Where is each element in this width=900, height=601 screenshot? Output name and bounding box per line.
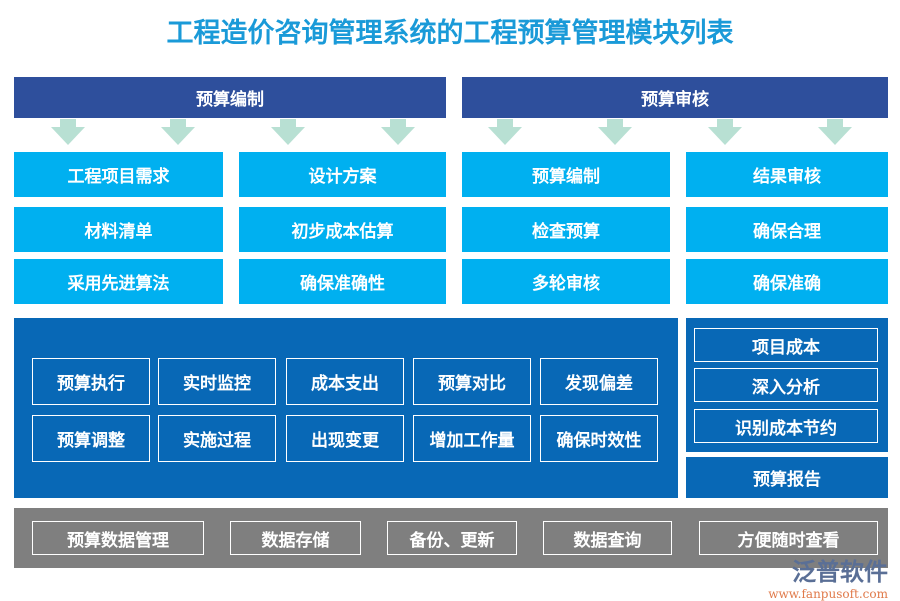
- step-box: 结果审核: [686, 152, 888, 197]
- execution-item: 发现偏差: [540, 358, 658, 405]
- analysis-item: 深入分析: [694, 368, 878, 402]
- step-box: 预算编制: [462, 152, 670, 197]
- down-arrow-icon: [598, 119, 632, 145]
- execution-item: 实施过程: [158, 415, 276, 462]
- step-box: 材料清单: [14, 207, 223, 252]
- down-arrow-icon: [488, 119, 522, 145]
- step-box: 多轮审核: [462, 259, 670, 304]
- step-box: 确保准确性: [239, 259, 446, 304]
- data-management-item: 数据查询: [543, 521, 672, 555]
- execution-item: 预算调整: [32, 415, 150, 462]
- step-box: 确保合理: [686, 207, 888, 252]
- watermark-url: www.fanpusoft.com: [768, 587, 888, 601]
- execution-item: 成本支出: [286, 358, 404, 405]
- down-arrow-icon: [708, 119, 742, 145]
- execution-item: 确保时效性: [540, 415, 658, 462]
- step-box: 初步成本估算: [239, 207, 446, 252]
- analysis-item: 识别成本节约: [694, 409, 878, 443]
- data-management-item: 数据存储: [230, 521, 361, 555]
- budget-report: 预算报告: [686, 457, 888, 498]
- execution-item: 预算执行: [32, 358, 150, 405]
- execution-item: 出现变更: [286, 415, 404, 462]
- data-management-item: 预算数据管理: [32, 521, 204, 555]
- down-arrow-icon: [161, 119, 195, 145]
- page-title: 工程造价咨询管理系统的工程预算管理模块列表: [166, 17, 734, 49]
- step-box: 工程项目需求: [14, 152, 223, 197]
- step-box: 采用先进算法: [14, 259, 223, 304]
- execution-item: 增加工作量: [413, 415, 531, 462]
- data-management-bar: [14, 508, 888, 568]
- analysis-panel: [686, 318, 888, 452]
- section-header-budget-review: 预算审核: [462, 77, 888, 118]
- execution-item: 实时监控: [158, 358, 276, 405]
- execution-item: 预算对比: [413, 358, 531, 405]
- step-box: 设计方案: [239, 152, 446, 197]
- down-arrow-icon: [381, 119, 415, 145]
- step-box: 确保准确: [686, 259, 888, 304]
- section-header-budget-preparation: 预算编制: [14, 77, 446, 118]
- data-management-item: 方便随时查看: [699, 521, 878, 555]
- step-box: 检查预算: [462, 207, 670, 252]
- down-arrow-icon: [271, 119, 305, 145]
- watermark-brand: 泛普软件: [792, 558, 888, 586]
- down-arrow-icon: [51, 119, 85, 145]
- execution-panel: [14, 318, 678, 498]
- data-management-item: 备份、更新: [387, 521, 517, 555]
- down-arrow-icon: [818, 119, 852, 145]
- analysis-item: 项目成本: [694, 328, 878, 362]
- watermark-logo: 泛普软件 www.fanpusoft.com: [768, 552, 888, 601]
